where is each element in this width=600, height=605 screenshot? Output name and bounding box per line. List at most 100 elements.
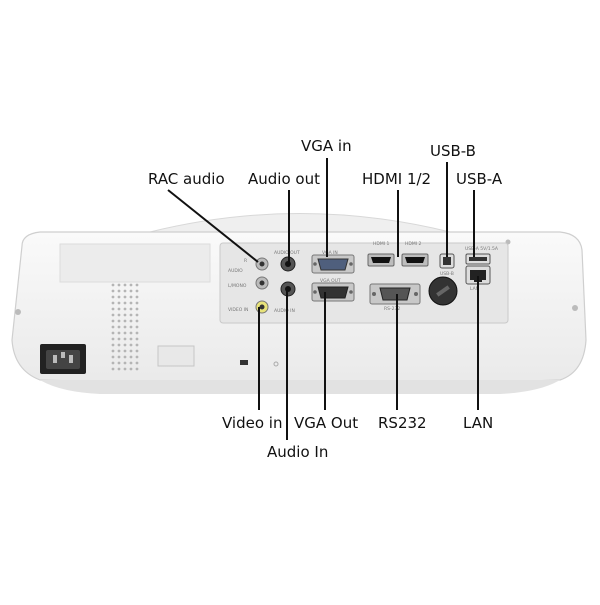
label-video-in: VIDEO IN [228, 307, 248, 313]
vent-hole [123, 313, 127, 317]
vent-hole [129, 283, 133, 287]
vent-hole [117, 361, 121, 365]
security-slot-icon [240, 360, 248, 365]
vent-hole [129, 301, 133, 305]
label-hdmi1: HDMI 1 [373, 241, 389, 247]
vent-hole [135, 283, 139, 287]
vent-hole [123, 319, 127, 323]
vent-hole [117, 349, 121, 353]
usb-a-port [465, 253, 491, 265]
vent-hole [111, 313, 115, 317]
vent-grille [111, 283, 139, 371]
vent-hole [135, 355, 139, 359]
vent-hole [135, 331, 139, 335]
vent-hole [129, 331, 133, 335]
vent-hole [111, 343, 115, 347]
vent-hole [117, 295, 121, 299]
callout-vga-out: VGA Out [294, 414, 359, 432]
callout-usb-a: USB-A [456, 170, 503, 188]
label-vga-in: VGA IN [322, 250, 338, 256]
label-rs232: RS-232 [384, 306, 400, 312]
vent-hole [117, 355, 121, 359]
callout-video-in: Video in [222, 414, 283, 432]
vent-hole [135, 361, 139, 365]
vent-hole [135, 319, 139, 323]
hdmi-2-port [401, 253, 429, 267]
vent-hole [111, 361, 115, 365]
label-audio-out: AUDIO OUT [274, 250, 300, 256]
vent-hole [129, 355, 133, 359]
vent-hole [129, 337, 133, 341]
vent-hole [129, 289, 133, 293]
vent-hole [123, 325, 127, 329]
vent-hole [123, 295, 127, 299]
vga-in-port [311, 254, 355, 274]
vent-hole [123, 331, 127, 335]
label-audio-in: AUDIO IN [274, 308, 295, 314]
vent-hole [111, 337, 115, 341]
vent-hole [111, 355, 115, 359]
vent-hole [129, 325, 133, 329]
vent-hole [135, 295, 139, 299]
rca-video-in-jack [255, 300, 269, 314]
projector-top-lid [149, 213, 451, 233]
vent-hole [129, 367, 133, 371]
left-plate [59, 243, 211, 283]
label-r: R [244, 258, 247, 264]
vent-hole [129, 343, 133, 347]
vent-hole [135, 349, 139, 353]
vent-hole [129, 313, 133, 317]
label-hdmi2: HDMI 2 [405, 241, 421, 247]
vent-hole [117, 289, 121, 293]
screw-left [15, 309, 21, 315]
label-usb-a: USB-A 5V/1.5A [465, 246, 499, 252]
vent-hole [123, 343, 127, 347]
vent-hole [123, 361, 127, 365]
vent-hole [117, 319, 121, 323]
vent-hole [135, 313, 139, 317]
label-usb-b: USB-B [440, 271, 454, 277]
projector-base [40, 380, 560, 394]
round-cover-icon [428, 276, 458, 306]
leader-rac-audio [167, 189, 259, 263]
rca-audio-l-jack [255, 276, 269, 290]
vent-hole [129, 361, 133, 365]
vent-hole [135, 337, 139, 341]
callout-rs232: RS232 [378, 414, 427, 432]
vent-hole [117, 343, 121, 347]
vent-hole [123, 289, 127, 293]
vent-hole [111, 295, 115, 299]
vent-hole [111, 283, 115, 287]
callout-usb-b: USB-B [430, 142, 476, 160]
vent-hole [117, 301, 121, 305]
vent-hole [129, 319, 133, 323]
vent-hole [129, 295, 133, 299]
callout-audio-out: Audio out [248, 170, 320, 188]
vent-hole [117, 325, 121, 329]
label-audio: AUDIO [228, 268, 243, 274]
vent-hole [111, 349, 115, 353]
vent-hole [111, 319, 115, 323]
label-l-mono: L/MONO [228, 283, 247, 289]
label-lan: LAN [470, 286, 479, 292]
vent-hole [123, 283, 127, 287]
rca-audio-r-jack [255, 257, 269, 271]
vent-hole [111, 367, 115, 371]
vent-hole [123, 355, 127, 359]
vent-hole [135, 343, 139, 347]
vent-hole [135, 367, 139, 371]
vent-hole [135, 289, 139, 293]
vent-hole [117, 283, 121, 287]
vent-hole [135, 307, 139, 311]
vent-hole [123, 337, 127, 341]
service-cover [157, 345, 195, 367]
callout-vga-in: VGA in [301, 137, 352, 155]
vent-hole [123, 307, 127, 311]
callout-lan: LAN [463, 414, 494, 432]
vent-hole [117, 307, 121, 311]
callout-hdmi: HDMI 1/2 [362, 170, 432, 188]
kensington-icon [273, 361, 279, 367]
vent-hole [117, 313, 121, 317]
hdmi-1-port [367, 253, 395, 267]
vent-hole [135, 325, 139, 329]
